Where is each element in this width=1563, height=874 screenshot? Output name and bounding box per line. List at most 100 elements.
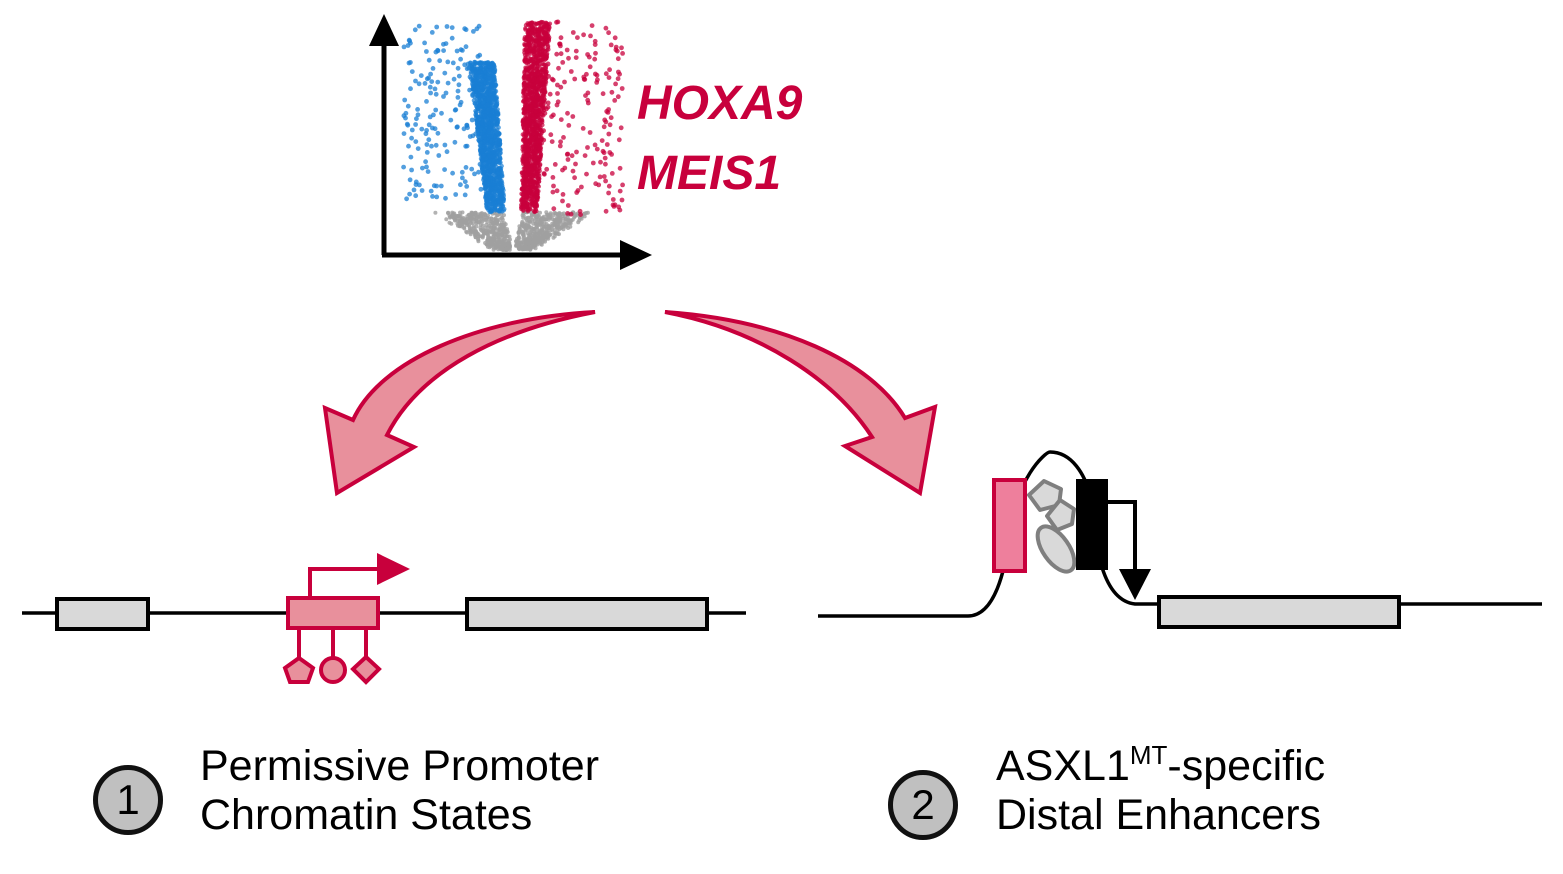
volcano-point xyxy=(537,123,542,128)
volcano-point xyxy=(419,188,425,193)
volcano-point xyxy=(497,157,503,162)
volcano-point xyxy=(558,222,563,227)
promoter-element xyxy=(1076,479,1108,570)
volcano-point xyxy=(616,137,622,143)
volcano-point xyxy=(412,27,418,33)
volcano-point xyxy=(445,59,451,65)
volcano-point xyxy=(563,218,568,223)
volcano-point xyxy=(525,104,530,110)
volcano-point xyxy=(544,48,550,53)
volcano-point xyxy=(496,171,501,176)
volcano-point xyxy=(532,165,537,170)
volcano-point xyxy=(536,41,542,47)
volcano-point xyxy=(540,215,545,220)
volcano-point xyxy=(617,188,623,194)
volcano-point xyxy=(522,181,528,186)
volcano-point xyxy=(442,70,448,76)
volcano-point xyxy=(534,90,539,95)
volcano-point xyxy=(435,130,441,136)
volcano-point xyxy=(416,81,422,87)
volcano-point xyxy=(610,197,616,202)
volcano-point xyxy=(527,69,532,74)
volcano-point xyxy=(551,235,556,240)
volcano-point xyxy=(475,118,480,123)
volcano-point xyxy=(494,159,500,165)
volcano-point xyxy=(456,82,462,88)
volcano-point xyxy=(424,150,430,155)
volcano-point xyxy=(544,226,549,231)
volcano-point xyxy=(403,110,409,116)
volcano-point xyxy=(505,242,510,247)
volcano-point xyxy=(473,231,478,236)
volcano-point xyxy=(551,183,556,189)
caption-enhancer-line2: Distal Enhancers xyxy=(996,791,1322,839)
volcano-point xyxy=(489,216,494,221)
volcano-point xyxy=(580,125,586,131)
volcano-point xyxy=(475,106,480,111)
volcano-point xyxy=(463,143,469,149)
volcano-point xyxy=(590,160,596,166)
volcano-point xyxy=(485,115,490,121)
volcano-point xyxy=(570,168,576,174)
volcano-point xyxy=(581,76,587,82)
volcano-point xyxy=(496,139,501,144)
volcano-point xyxy=(546,36,551,42)
volcano-point xyxy=(484,161,489,166)
volcano-point xyxy=(486,235,490,240)
volcano-point xyxy=(428,188,434,194)
volcano-point xyxy=(467,87,472,93)
volcano-point xyxy=(529,103,534,109)
volcano-point xyxy=(609,89,615,95)
volcano-point xyxy=(430,66,436,71)
volcano-point xyxy=(478,225,483,230)
volcano-point xyxy=(428,71,433,77)
volcano-point xyxy=(532,116,537,121)
volcano-point xyxy=(448,117,454,123)
volcano-point xyxy=(490,176,495,181)
volcano-point xyxy=(619,45,624,51)
volcano-point xyxy=(537,134,542,139)
volcano-point xyxy=(525,224,530,229)
volcano-point xyxy=(525,22,531,28)
volcano-point xyxy=(521,153,526,159)
volcano-point xyxy=(604,109,610,114)
volcano-point xyxy=(535,157,540,162)
volcano-point xyxy=(612,202,618,208)
volcano-point xyxy=(457,214,462,219)
volcano-point xyxy=(525,144,531,149)
volcano-point xyxy=(538,108,544,114)
volcano-point xyxy=(489,100,495,105)
volcano-point xyxy=(424,142,430,147)
volcano-point xyxy=(495,122,500,127)
volcano-point xyxy=(558,35,564,41)
volcano-point xyxy=(533,22,539,27)
volcano-point xyxy=(504,246,509,251)
caption-mt-superscript: MT xyxy=(1129,740,1168,770)
volcano-point xyxy=(476,23,482,29)
volcano-point xyxy=(455,65,461,71)
tss-arrow-line xyxy=(308,567,382,598)
volcano-point xyxy=(553,222,558,227)
volcano-point xyxy=(492,76,497,82)
volcano-point xyxy=(557,227,562,232)
volcano-point xyxy=(501,197,506,202)
volcano-point xyxy=(535,182,541,188)
volcano-point xyxy=(573,55,579,60)
volcano-point xyxy=(470,84,476,89)
volcano-point xyxy=(525,189,531,195)
volcano-point xyxy=(574,149,579,155)
volcano-point xyxy=(523,228,528,233)
volcano-point xyxy=(523,82,528,88)
volcano-point xyxy=(497,225,502,230)
volcano-point xyxy=(575,188,581,193)
volcano-point xyxy=(558,139,563,145)
volcano-point xyxy=(616,69,621,75)
volcano-point xyxy=(550,227,555,232)
histone-mark-circle-icon xyxy=(319,656,347,684)
volcano-point xyxy=(620,182,625,188)
caption-promoter-line1: Permissive Promoter xyxy=(200,742,600,790)
volcano-point xyxy=(548,132,554,138)
volcano-point xyxy=(535,72,540,78)
volcano-point xyxy=(534,189,540,194)
